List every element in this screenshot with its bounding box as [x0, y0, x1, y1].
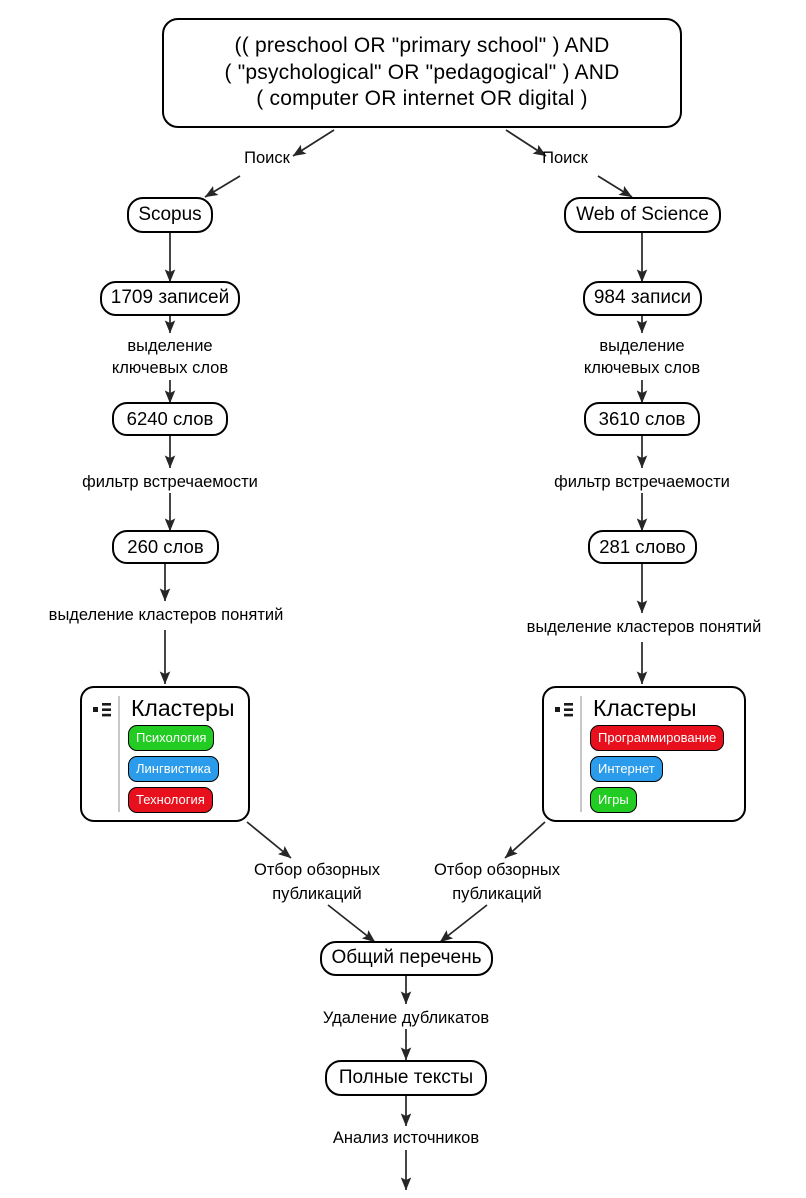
node-words-filtered-left: 260 слов	[112, 530, 219, 564]
cluster-title-right: Кластеры	[593, 695, 697, 721]
cluster-body-left: Кластеры Психология Лингвистика Технолог…	[128, 695, 240, 814]
cluster-icon-wrap-right	[550, 696, 580, 812]
node-words-raw-left: 6240 слов	[112, 402, 228, 436]
list-icon	[555, 703, 573, 717]
edge-label-keywords-right-line1: выделение	[599, 337, 685, 355]
node-records-left: 1709 записей	[100, 281, 240, 316]
node-database-web-of-science: Web of Science	[564, 197, 721, 233]
edge-label-review-left-line2: публикаций	[272, 885, 362, 903]
cluster-divider-right	[580, 696, 582, 812]
cluster-card-left: Кластеры Психология Лингвистика Технолог…	[80, 686, 250, 822]
edge-label-review-right-line2: публикаций	[452, 885, 542, 903]
query-line-2: ( "psychological" OR "pedagogical" ) AND	[224, 60, 620, 84]
node-records-right: 984 записи	[583, 281, 702, 316]
cluster-divider-left	[118, 696, 120, 812]
edge-label-freq-filter-right: фильтр встречаемости	[554, 473, 730, 491]
node-words-filtered-right: 281 слово	[588, 530, 697, 564]
node-database-scopus: Scopus	[127, 197, 213, 233]
node-words-raw-right: 3610 слов	[584, 402, 700, 436]
edge-label-keywords-right-line2: ключевых слов	[583, 359, 701, 377]
node-combined-list: Общий перечень	[320, 941, 493, 976]
cluster-tag: Лингвистика	[128, 756, 219, 783]
edge-label-review-right-line1: Отбор обзорных	[434, 861, 560, 879]
edge-label-dedup: Удаление дубликатов	[322, 1009, 490, 1027]
edge-label-search-left: Поиск	[244, 149, 290, 167]
cluster-icon-wrap-left	[88, 696, 118, 812]
cluster-card-right: Кластеры Программирование Интернет Игры	[542, 686, 746, 822]
cluster-body-right: Кластеры Программирование Интернет Игры	[590, 695, 736, 814]
edge-label-search-right: Поиск	[542, 149, 588, 167]
cluster-tag: Игры	[590, 787, 637, 814]
cluster-tag: Психология	[128, 725, 215, 752]
edge-label-clusters-left: выделение кластеров понятий	[48, 606, 284, 624]
edge-label-source-analysis: Анализ источников	[332, 1129, 480, 1147]
list-icon	[93, 703, 111, 717]
cluster-tag: Технология	[128, 787, 213, 814]
query-line-1: (( preschool OR "primary school" ) AND	[234, 33, 610, 57]
edge-label-keywords-left-line2: ключевых слов	[111, 359, 229, 377]
search-query-node: (( preschool OR "primary school" ) AND (…	[162, 18, 682, 128]
cluster-tag: Интернет	[590, 756, 663, 783]
edge-label-review-left-line1: Отбор обзорных	[254, 861, 380, 879]
node-full-texts: Полные тексты	[325, 1060, 487, 1096]
edge-label-keywords-left-line1: выделение	[127, 337, 213, 355]
edge-label-clusters-right: выделение кластеров понятий	[526, 618, 762, 636]
cluster-title-left: Кластеры	[131, 695, 235, 721]
edge-label-freq-filter-left: фильтр встречаемости	[82, 473, 258, 491]
query-line-3: ( computer OR internet OR digital )	[256, 87, 588, 111]
cluster-tag: Программирование	[590, 725, 725, 752]
